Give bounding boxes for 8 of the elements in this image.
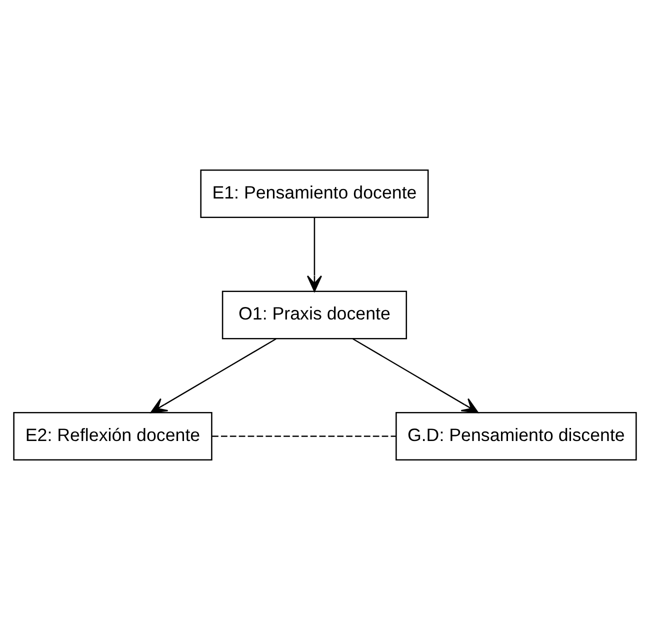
node-box: O1: Praxis docente	[222, 290, 408, 340]
node-box: G.D: Pensamiento discente	[396, 412, 637, 461]
connector	[212, 436, 396, 437]
node-box: E1: Pensamiento docente	[200, 169, 429, 218]
arrow	[352, 338, 479, 414]
arrow	[150, 338, 276, 414]
arrow	[306, 218, 322, 292]
node-box: E2: Reflexión docente	[13, 412, 212, 461]
